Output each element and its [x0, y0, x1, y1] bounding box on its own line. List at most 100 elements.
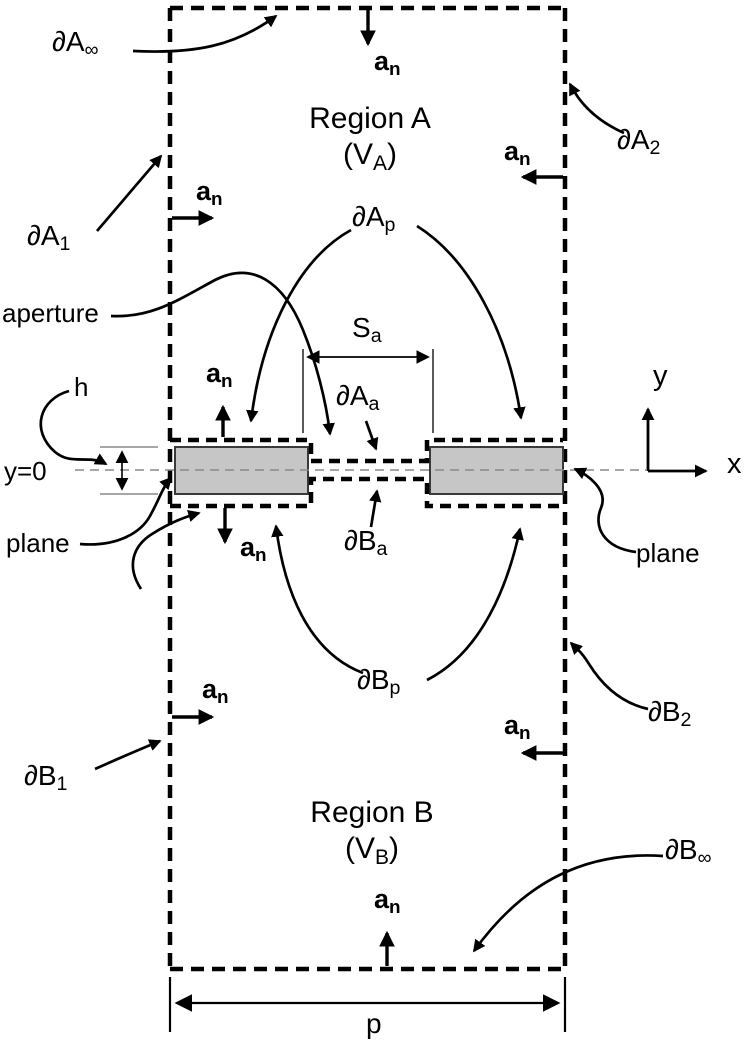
leader-dB-2 — [569, 641, 649, 711]
label-dA-2: ∂A2 — [617, 124, 660, 159]
region-a-volume: (VA) — [290, 138, 450, 174]
plane-boundary — [170, 437, 563, 509]
region-a-volume-sub: A — [372, 151, 387, 175]
region-b-volume-close: ) — [389, 832, 399, 865]
label-dB-inf-sub: ∞ — [697, 847, 712, 870]
an-sub: n — [217, 687, 229, 709]
label-dA-inf-main: ∂A — [52, 26, 85, 57]
outer-boundary — [167, 5, 568, 972]
label-dB-a: ∂Ba — [344, 525, 387, 560]
an-sub: n — [519, 723, 531, 745]
an-sub: n — [389, 59, 401, 81]
leader-plane-left-2 — [131, 509, 201, 590]
an-sub: n — [255, 545, 267, 567]
label-y-equals-zero: y=0 — [4, 458, 47, 484]
label-y-equals-zero-text: y=0 — [4, 456, 47, 486]
dimension-p — [168, 977, 567, 1032]
normal-vectors — [172, 10, 563, 966]
label-plane-right: plane — [636, 540, 700, 566]
label-plane-left-text: plane — [6, 528, 70, 558]
label-dB-1: ∂B1 — [24, 760, 67, 795]
label-sa: Sa — [352, 312, 382, 347]
leader-plane-right — [573, 467, 637, 554]
label-dB-a-sub: a — [376, 538, 388, 561]
label-dB-2-main: ∂B — [648, 696, 681, 727]
region-b-volume-sub: B — [374, 845, 389, 869]
label-plane-right-text: plane — [636, 538, 700, 568]
an-label-top: an — [374, 46, 401, 80]
label-dA-1: ∂A1 — [27, 220, 70, 255]
label-dA-a-sub: a — [368, 393, 380, 416]
label-dB-inf-main: ∂B — [665, 834, 698, 865]
leader-aperture — [110, 271, 335, 436]
an-sub: n — [211, 189, 223, 211]
label-dB-1-main: ∂B — [24, 760, 57, 791]
leader-dA-inf — [132, 14, 278, 53]
label-dB-2-sub: 2 — [680, 709, 692, 732]
label-aperture-text: aperture — [2, 298, 99, 328]
label-dA-p: ∂Ap — [352, 201, 395, 236]
label-y-axis-text: y — [653, 360, 668, 392]
leader-dA-1 — [95, 154, 163, 232]
label-aperture: aperture — [2, 300, 99, 326]
region-a-volume-open: (V — [342, 138, 373, 171]
label-dA-2-sub: 2 — [649, 137, 661, 160]
region-b-volume-open: (V — [344, 832, 375, 865]
label-dB-2: ∂B2 — [648, 696, 691, 731]
label-dA-a: ∂Aa — [336, 380, 379, 415]
label-dB-p: ∂Bp — [357, 666, 400, 699]
region-a-volume-close: ) — [387, 138, 397, 171]
dimension-h — [100, 446, 158, 495]
an-label-right-lower: an — [504, 710, 531, 744]
an-main: a — [196, 176, 212, 206]
an-main: a — [206, 358, 222, 388]
an-main: a — [240, 532, 256, 562]
leader-dB-inf — [472, 854, 664, 953]
leader-dB-1 — [94, 739, 162, 771]
leader-dA-p-right — [416, 224, 526, 420]
leader-h — [39, 389, 108, 466]
leader-dA-p-left — [246, 228, 352, 423]
label-plane-left: plane — [6, 530, 70, 556]
label-dB-p-sub: p — [389, 677, 401, 700]
label-sa-main: S — [352, 312, 371, 343]
label-dB-1-sub: 1 — [56, 773, 68, 796]
an-main: a — [374, 884, 390, 914]
label-dA-inf-sub: ∞ — [84, 39, 99, 62]
label-dA-a-main: ∂A — [336, 380, 369, 411]
an-main: a — [374, 46, 390, 76]
label-dA-1-main: ∂A — [27, 220, 60, 251]
dimension-sa — [302, 349, 434, 433]
label-x-axis-text: x — [727, 448, 742, 480]
label-sa-sub: a — [370, 325, 382, 348]
label-h: h — [74, 374, 88, 400]
an-sub: n — [389, 897, 401, 919]
label-dA-p-sub: p — [384, 214, 396, 237]
region-b-title: Region B — [292, 798, 452, 828]
leader-arrows — [39, 14, 664, 953]
leader-plane-left-1 — [79, 476, 173, 546]
label-dA-1-sub: 1 — [59, 233, 71, 256]
leader-dA-2 — [568, 82, 625, 135]
leader-dB-a — [369, 489, 382, 528]
coordinate-axes — [641, 407, 708, 478]
label-x-axis: x — [727, 450, 742, 479]
region-a-title: Region A — [290, 104, 450, 134]
region-b-volume: (VB) — [292, 832, 452, 868]
label-p: p — [366, 1010, 382, 1038]
an-label-bottom: an — [374, 884, 401, 918]
an-label-right-upper: an — [504, 138, 531, 170]
label-y-axis: y — [653, 362, 668, 391]
label-dB-a-main: ∂B — [344, 525, 377, 556]
label-dA-p-main: ∂A — [352, 201, 385, 232]
boundary-dBp-dBa — [170, 476, 563, 509]
label-dA-2-main: ∂A — [617, 124, 650, 155]
label-p-text: p — [366, 1008, 382, 1039]
leader-dB-p-right — [426, 527, 524, 682]
boundary-dAp-dAa — [170, 437, 563, 464]
an-label-left-upper: an — [196, 176, 223, 210]
an-main: a — [504, 710, 520, 740]
an-label-plane-bottom: an — [240, 532, 267, 566]
